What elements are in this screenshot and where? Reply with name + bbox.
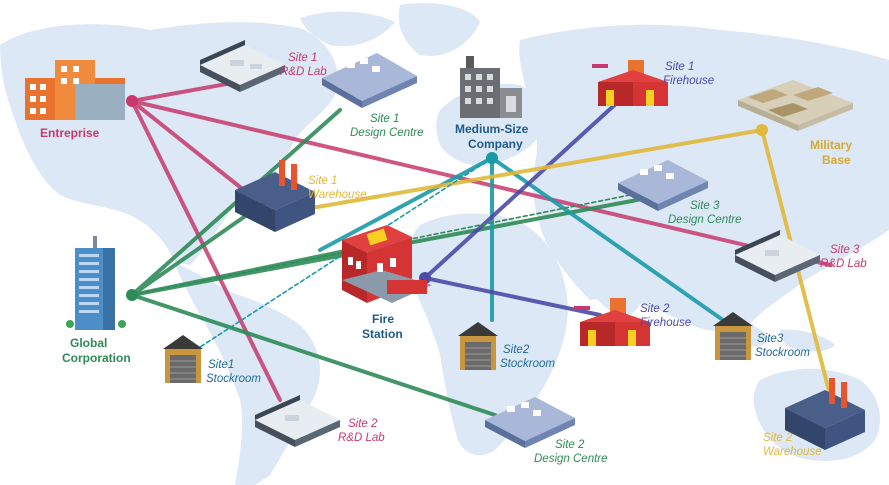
site-label-warehouse1-2: Warehouse <box>308 189 367 201</box>
office-building-icon <box>25 60 125 120</box>
site-label-firehouse1-1: Site 1 <box>665 61 694 73</box>
site-label-stock3-1: Site3 <box>757 333 784 345</box>
site-label-warehouse2-2: Warehouse <box>763 446 822 458</box>
factory-building-icon <box>460 56 522 118</box>
hub-label-medium-2: Company <box>468 137 523 151</box>
firehouse-icon <box>574 60 668 346</box>
skyscraper-icon <box>66 236 126 330</box>
site-label-stock2-2: Stockroom <box>500 358 555 370</box>
site-label-design1-1: Site 1 <box>370 113 399 125</box>
site-label-design2-1: Site 2 <box>555 439 585 451</box>
hub-label-enterprise: Entreprise <box>40 126 100 140</box>
hub-dots <box>126 95 768 301</box>
enterprise-links <box>130 76 832 402</box>
site-label-rd3-1: Site 3 <box>830 244 860 256</box>
hub-label-military-1: Military <box>810 138 852 152</box>
fire-station-icon <box>342 225 432 303</box>
site-label-stock1-2: Stockroom <box>206 373 261 385</box>
site-label-firehouse2-2: Firehouse <box>640 317 691 329</box>
site-label-stock1-1: Site1 <box>208 359 234 371</box>
site-label-rd1-2: R&D Lab <box>280 66 327 78</box>
site-label-warehouse2-1: Site 2 <box>763 432 793 444</box>
hub-label-global-2: Corporation <box>62 351 131 365</box>
site-label-warehouse1-1: Site 1 <box>308 175 337 187</box>
site-label-stock3-2: Stockroom <box>755 347 810 359</box>
hub-label-fire-1: Fire <box>372 312 394 326</box>
hub-label-global-1: Global <box>70 336 107 350</box>
hub-label-fire-2: Station <box>362 327 403 341</box>
site-label-rd2-2: R&D Lab <box>338 432 385 444</box>
site-label-rd2-1: Site 2 <box>348 418 378 430</box>
warehouse-icon <box>235 160 865 450</box>
site-label-design1-2: Design Centre <box>350 127 424 139</box>
office-room-icon <box>200 40 820 448</box>
site-label-firehouse2-1: Site 2 <box>640 303 670 315</box>
site-label-rd1-1: Site 1 <box>288 52 317 64</box>
hub-label-medium-1: Medium-Size <box>455 122 529 136</box>
hub-label-military-2: Base <box>822 153 851 167</box>
garage-icon <box>163 312 753 383</box>
site-label-design2-2: Design Centre <box>534 453 608 465</box>
military-base-icon <box>738 80 853 131</box>
site-label-design3-1: Site 3 <box>690 200 720 212</box>
fire-links <box>423 98 622 317</box>
site-label-design3-2: Design Centre <box>668 214 742 226</box>
site-label-firehouse1-2: Firehouse <box>663 75 714 87</box>
site-label-stock2-1: Site2 <box>503 344 530 356</box>
site-label-rd3-2: R&D Lab <box>820 258 867 270</box>
